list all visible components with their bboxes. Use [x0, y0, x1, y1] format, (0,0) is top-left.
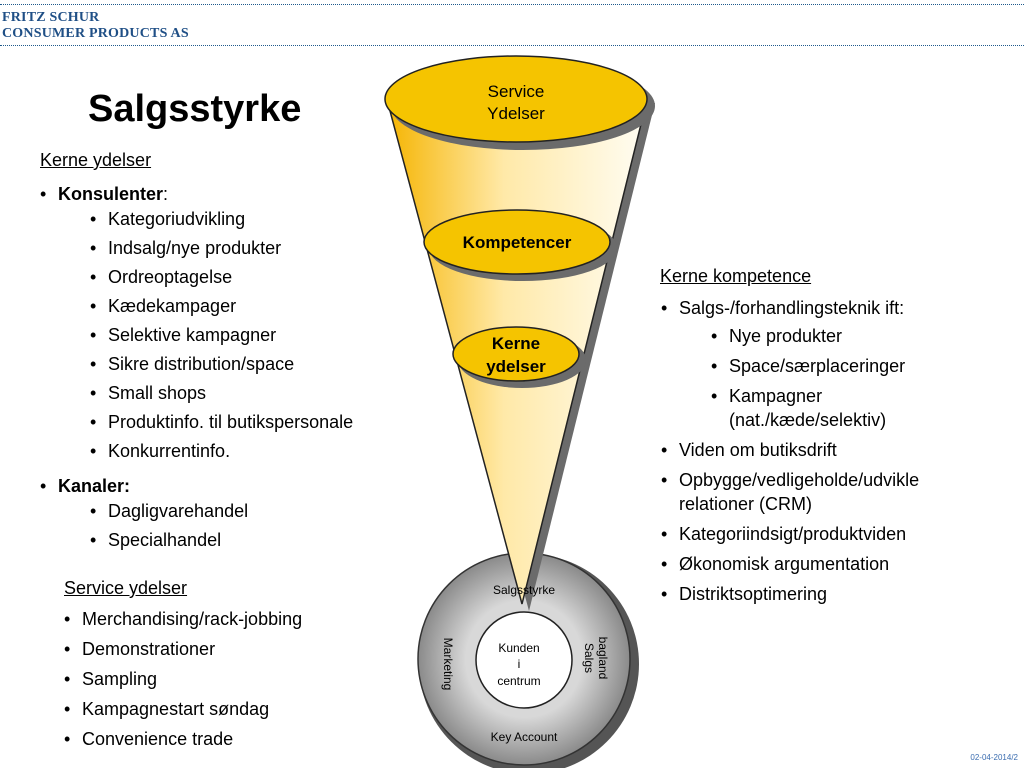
- list-item: Kædekampager: [90, 294, 418, 323]
- list-item: Økonomisk argumentation: [661, 552, 979, 576]
- list-item: Small shops: [90, 381, 418, 410]
- service-ellipse: [384, 55, 648, 143]
- ring-label-left: Marketing: [441, 638, 455, 691]
- list-item: Demonstrationer: [64, 637, 382, 667]
- konsulenter-sublist: Kategoriudvikling Indsalg/nye produkter …: [90, 207, 418, 468]
- kanaler-label: Kanaler:: [58, 476, 131, 496]
- service-ydelser-heading: Service ydelser: [64, 578, 188, 598]
- list-item: Nye produkter: [711, 324, 979, 348]
- list-item: Specialhandel: [90, 528, 418, 557]
- list-item: Sampling: [64, 667, 382, 697]
- kerne-kompetence-heading: Kerne kompetence: [660, 266, 812, 286]
- kerne-ydelser-list: Konsulenter: Kategoriudvikling Indsalg/n…: [40, 184, 418, 565]
- center-label-3: centrum: [497, 674, 540, 688]
- top-rule: [0, 4, 1024, 5]
- footer-date: 02-04-2014/2: [970, 753, 1018, 762]
- list-item: Opbygge/vedligeholde/udvikle relationer …: [661, 468, 949, 516]
- service-label-1: Service: [488, 82, 545, 101]
- konsulenter-label: Konsulenter: [58, 184, 164, 204]
- list-item-text: Salgs-/forhandlingsteknik ift:: [679, 298, 905, 318]
- list-item: Dagligvarehandel: [90, 499, 418, 528]
- list-item: Convenience trade: [64, 727, 382, 757]
- kerne-label-1: Kerne: [492, 334, 540, 353]
- list-item: Viden om butiksdrift: [661, 438, 979, 462]
- list-item: Konkurrentinfo.: [90, 439, 418, 468]
- header-rule: [0, 45, 1024, 46]
- list-item: Indsalg/nye produkter: [90, 236, 418, 265]
- list-item: Kampagnestart søndag: [64, 697, 382, 727]
- center-circle: [475, 611, 573, 709]
- list-item: Ordreoptagelse: [90, 265, 418, 294]
- service-ydelser-list: Merchandising/rack-jobbing Demonstration…: [64, 607, 382, 757]
- list-item: Produktinfo. til butikspersonale: [90, 410, 418, 439]
- list-item: Kampagner (nat./kæde/selektiv): [711, 384, 909, 432]
- ring-label-bottom: Key Account: [491, 730, 558, 744]
- ring-label-right-2: bagland: [596, 637, 610, 680]
- kanaler-item: Kanaler: Dagligvarehandel Specialhandel: [40, 476, 418, 557]
- ring-label-top: Salgsstyrke: [493, 583, 555, 597]
- service-label-2: Ydelser: [487, 104, 545, 123]
- list-item: Space/særplaceringer: [711, 354, 979, 378]
- list-item: Kategoriindsigt/produktviden: [661, 522, 979, 546]
- kerne-ydelser-heading: Kerne ydelser: [40, 150, 152, 170]
- konsulenter-item: Konsulenter: Kategoriudvikling Indsalg/n…: [40, 184, 418, 468]
- list-item: Sikre distribution/space: [90, 352, 418, 381]
- list-item: Salgs-/forhandlingsteknik ift: Nye produ…: [661, 296, 979, 432]
- kerne-ellipse: [452, 326, 580, 382]
- ring-label-right-1: Salgs: [582, 643, 596, 673]
- center-label-2: i: [518, 657, 521, 671]
- page-title: Salgsstyrke: [88, 88, 302, 130]
- logo-line-1: FRITZ SCHUR: [2, 10, 100, 25]
- kompetencer-label: Kompetencer: [463, 233, 572, 252]
- center-label-1: Kunden: [498, 641, 539, 655]
- kerne-kompetence-list: Salgs-/forhandlingsteknik ift: Nye produ…: [661, 296, 979, 612]
- kanaler-sublist: Dagligvarehandel Specialhandel: [90, 499, 418, 557]
- kerne-label-2: ydelser: [486, 357, 546, 376]
- list-item: Distriktsoptimering: [661, 582, 979, 606]
- kompetencer-ellipse: [423, 209, 611, 275]
- logo-line-2: CONSUMER PRODUCTS AS: [2, 26, 189, 41]
- list-item: Selektive kampagner: [90, 323, 418, 352]
- kompetence-sublist: Nye produkter Space/særplaceringer Kampa…: [711, 324, 979, 432]
- konsulenter-suffix: :: [163, 184, 169, 204]
- list-item: Merchandising/rack-jobbing: [64, 607, 382, 637]
- company-logo: FRITZ SCHUR CONSUMER PRODUCTS AS: [2, 10, 189, 42]
- list-item: Kategoriudvikling: [90, 207, 418, 236]
